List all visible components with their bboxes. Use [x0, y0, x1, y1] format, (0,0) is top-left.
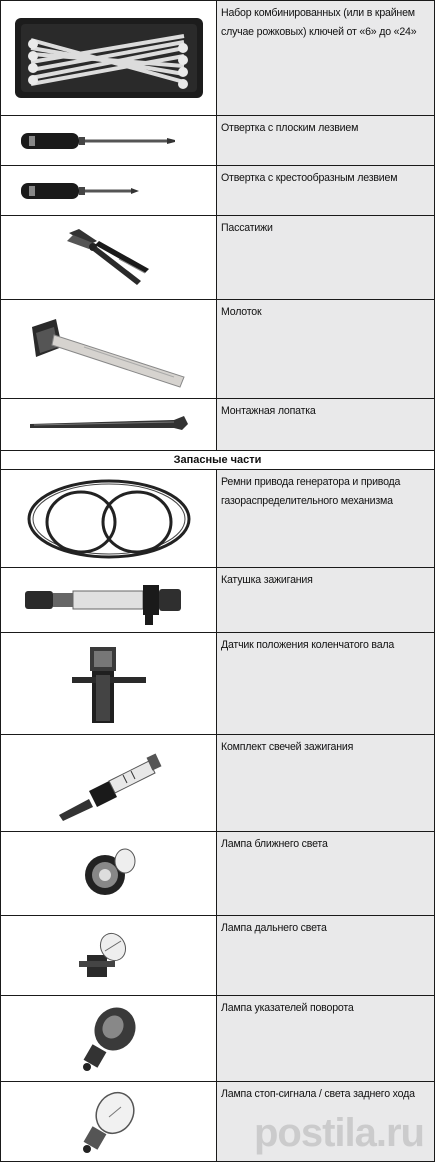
high-beam-bulb-icon — [1, 916, 217, 995]
row-label: Катушка зажигания — [217, 568, 434, 632]
table-row: Отвертка с крестообразным лезвием — [1, 166, 434, 216]
wrench-set-icon — [1, 1, 217, 115]
row-label: Лампа стоп-сигнала / света заднего хода — [217, 1082, 434, 1161]
table-row: Лампа дальнего света — [1, 916, 434, 996]
row-label: Пассатижи — [217, 216, 434, 299]
table-row: Лампа указателей поворота — [1, 996, 434, 1082]
table-row: Датчик положения коленчатого вала — [1, 633, 434, 735]
crankshaft-sensor-icon — [1, 633, 217, 734]
belts-icon — [1, 470, 217, 567]
table-row: Отвертка с плоским лезвием — [1, 116, 434, 166]
table-row: Лампа ближнего света — [1, 832, 434, 916]
table-row: Катушка зажигания — [1, 568, 434, 633]
table-row: Лампа стоп-сигнала / света заднего хода — [1, 1082, 434, 1162]
row-label: Датчик положения коленчатого вала — [217, 633, 434, 734]
table-row: Молоток — [1, 300, 434, 399]
spark-plug-icon — [1, 735, 217, 831]
pry-bar-icon — [1, 399, 217, 450]
row-label: Лампа дальнего света — [217, 916, 434, 995]
turn-signal-bulb-icon — [1, 996, 217, 1081]
table-row: Набор комбинированных (или в крайнем слу… — [1, 1, 434, 116]
brake-light-bulb-icon — [1, 1082, 217, 1161]
table-row: Пассатижи — [1, 216, 434, 300]
row-label: Лампа ближнего света — [217, 832, 434, 915]
row-label: Монтажная лопатка — [217, 399, 434, 450]
row-label: Лампа указателей поворота — [217, 996, 434, 1081]
row-label: Ремни привода генератора и привода газор… — [217, 470, 434, 567]
row-label: Отвертка с плоским лезвием — [217, 116, 434, 165]
table-row: Комплект свечей зажигания — [1, 735, 434, 832]
row-label: Комплект свечей зажигания — [217, 735, 434, 831]
row-label: Молоток — [217, 300, 434, 398]
row-label: Отвертка с крестообразным лезвием — [217, 166, 434, 215]
hammer-icon — [1, 300, 217, 398]
table-row: Монтажная лопатка — [1, 399, 434, 451]
section-title: Запасные части — [1, 451, 434, 470]
flat-screwdriver-icon — [1, 116, 217, 165]
table-row: Ремни привода генератора и привода газор… — [1, 470, 434, 568]
pliers-icon — [1, 216, 217, 299]
row-label: Набор комбинированных (или в крайнем слу… — [217, 1, 434, 115]
low-beam-bulb-icon — [1, 832, 217, 915]
ignition-coil-icon — [1, 568, 217, 632]
phillips-screwdriver-icon — [1, 166, 217, 215]
